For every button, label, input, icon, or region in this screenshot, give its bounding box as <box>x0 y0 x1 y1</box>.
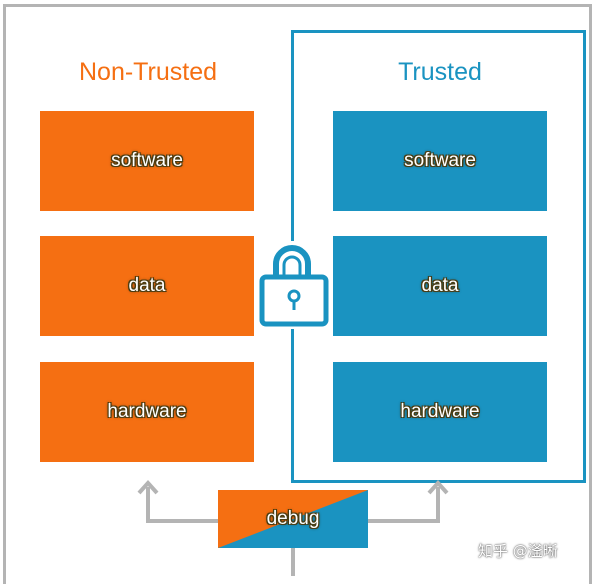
non-trusted-software-block: software <box>40 111 254 211</box>
watermark: 知乎 @滏晰 <box>478 542 558 560</box>
block-label: software <box>111 150 183 171</box>
trusted-title: Trusted <box>398 58 482 86</box>
system-boundary <box>3 4 592 584</box>
non-trusted-data-block: data <box>40 236 254 336</box>
block-label: hardware <box>107 401 187 422</box>
connector-to-trusted <box>368 487 440 523</box>
trusted-software-block: software <box>333 111 547 211</box>
non-trusted-title: Non-Trusted <box>78 58 217 86</box>
padlock-icon <box>259 241 329 329</box>
arrowhead-non-trusted <box>137 480 159 495</box>
debug-connectors <box>137 480 449 576</box>
block-label: data <box>421 275 459 296</box>
block-label: data <box>128 275 166 296</box>
trusted-hardware-block: hardware <box>333 362 547 462</box>
debug-block: debug <box>218 490 368 548</box>
non-trusted-hardware-block: hardware <box>40 362 254 462</box>
debug-label: debug <box>266 508 320 529</box>
debug-split-background <box>218 490 368 548</box>
connector-to-non-trusted <box>146 487 218 523</box>
arrowhead-trusted <box>427 480 449 495</box>
block-label: hardware <box>400 401 480 422</box>
block-label: software <box>404 150 476 171</box>
trusted-data-block: data <box>333 236 547 336</box>
